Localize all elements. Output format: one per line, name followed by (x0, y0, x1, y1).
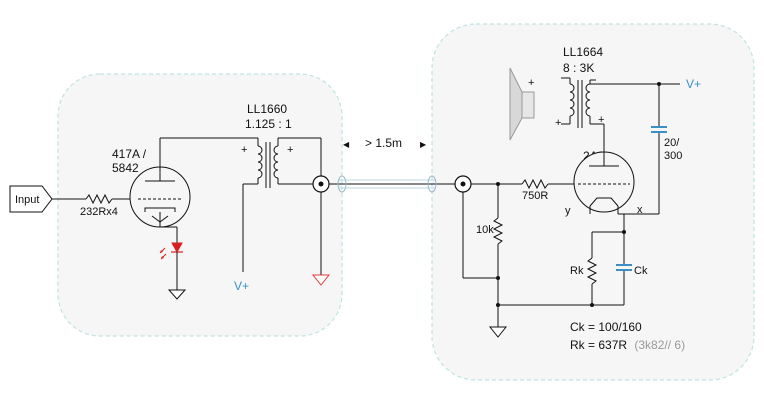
grid-leak-label: 10k (476, 224, 494, 236)
vplus-left: V+ (234, 279, 249, 293)
led-triangle (171, 242, 183, 254)
input-label: Input (15, 194, 39, 206)
rk-label: Rk (570, 265, 584, 277)
ll1660-name: LL1660 (247, 102, 287, 116)
grid-leak-resistor-10k (492, 217, 504, 245)
cable-arrow-left: ◀ (343, 140, 350, 149)
input-jack-right (454, 175, 472, 193)
ll1664-name: LL1664 (563, 45, 603, 59)
ll1664-plus-secondary: + (598, 114, 604, 126)
transformer-ll1664 (569, 80, 591, 128)
cap-value-2: 300 (664, 150, 682, 162)
ck-formula: Ck = 100/160 (570, 320, 642, 334)
capacitor-20-300 (651, 126, 667, 133)
ground-symbol-right (488, 326, 508, 338)
ll1660-plus-primary: + (241, 144, 247, 156)
node-x-label: x (637, 204, 643, 216)
tube-417a (129, 166, 191, 228)
grid-resistor-232rx4 (85, 193, 113, 205)
cap-value-1: 20/ (664, 137, 680, 149)
ll1664-plus-primary: + (555, 117, 561, 129)
left-stage-panel (57, 73, 343, 337)
tube-417a-label-1: 417A / (112, 147, 147, 161)
ll1664-ratio: 8 : 3K (563, 61, 594, 75)
ll1660-ratio: 1.125 : 1 (245, 117, 292, 131)
grid-resistor-label: 232Rx4 (80, 206, 118, 218)
cable-length-label: > 1.5m (365, 136, 402, 150)
speaker-plus: + (528, 77, 534, 89)
output-jack-left (312, 175, 330, 193)
input-connector[interactable]: Input (9, 185, 53, 213)
ll1660-plus-secondary: + (287, 144, 293, 156)
rk-formula-value: Rk = 637R (570, 338, 627, 352)
rk-formula-note: (3k82// 6) (634, 338, 685, 352)
rk-formula: Rk = 637R (3k82// 6) (570, 338, 685, 352)
cathode-capacitor-ck (616, 264, 632, 271)
node-y-label: y (565, 205, 571, 217)
grid-resistor-750r-label: 750R (522, 190, 548, 202)
transformer-ll1660 (257, 142, 279, 188)
cable (329, 175, 455, 193)
ck-label: Ck (634, 265, 648, 277)
cable-arrow-right: ▶ (420, 140, 427, 149)
speaker-icon (509, 67, 535, 141)
grid-resistor-750r (521, 178, 549, 190)
tube-417a-label-2: 5842 (112, 161, 139, 175)
cathode-led (159, 242, 183, 260)
vplus-right: V+ (686, 77, 701, 91)
ground-symbol-left (167, 289, 187, 300)
ground-symbol-red (311, 274, 331, 286)
cathode-resistor-rk (586, 257, 598, 285)
